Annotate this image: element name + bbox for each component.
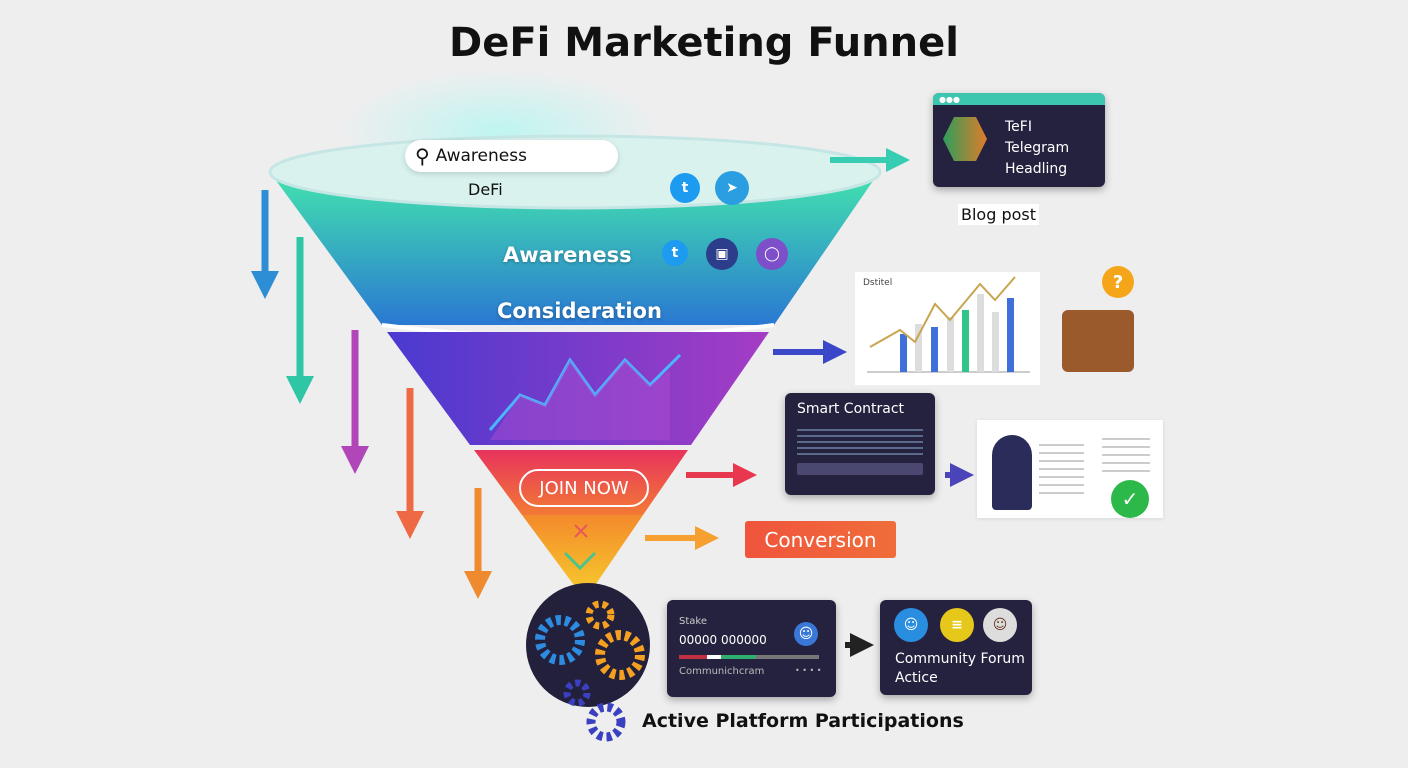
user-icon: ☺	[794, 622, 818, 646]
stake-label: Stake	[679, 616, 707, 627]
smart-contract-title: Smart Contract	[797, 401, 905, 417]
more-icon[interactable]: • • • •	[795, 666, 822, 675]
twitter-icon: t	[662, 240, 688, 266]
search-icon: ⚲	[415, 144, 430, 168]
user-avatar-icon	[992, 435, 1032, 510]
trend-area	[490, 360, 670, 440]
funnel-conversion-band	[522, 515, 643, 600]
coin-icon: ≡	[940, 608, 974, 642]
x-icon	[574, 524, 588, 538]
conversion-button[interactable]: Conversion	[745, 521, 896, 558]
code-input	[797, 463, 923, 475]
blog-line: Headling	[1005, 161, 1068, 177]
search-bar[interactable]: ⚲ Awareness	[405, 140, 618, 172]
code-lines	[797, 425, 923, 455]
gear-icon	[535, 600, 645, 742]
instagram-icon: ◯	[756, 238, 788, 270]
trend-line	[488, 353, 682, 431]
join-now-button[interactable]: JOIN NOW	[519, 469, 649, 507]
consideration-label: Consideration	[497, 299, 662, 323]
check-icon: ✓	[1111, 480, 1149, 518]
avatar: ☺	[983, 608, 1017, 642]
blog-card[interactable]: ●●● TeFI Telegram Headling	[933, 93, 1105, 187]
analytics-chart-card: Dstitel	[855, 272, 1040, 385]
community-line: Community Forum	[895, 651, 1025, 667]
community-line: Actice	[895, 670, 938, 686]
twitter-icon: t	[670, 173, 700, 203]
check-chevron-icon	[563, 551, 597, 571]
right-flow-arrows	[645, 148, 974, 657]
document-lines	[1102, 432, 1150, 472]
stake-card[interactable]: Stake 00000 000000 ☺ Communichcram • • •…	[667, 600, 836, 697]
blog-line: Telegram	[1005, 140, 1070, 156]
defi-text: DeFi	[468, 180, 503, 199]
mini-chart	[867, 276, 1030, 373]
avatar: ☺	[894, 608, 928, 642]
awareness-label: Awareness	[503, 243, 632, 267]
document-lines	[1039, 438, 1084, 498]
page-title: DeFi Marketing Funnel	[449, 20, 959, 66]
defi-logo-icon	[943, 117, 987, 161]
blog-post-caption: Blog post	[958, 204, 1040, 225]
window-dots-icon: ●●●	[933, 93, 1105, 105]
footer-label: Active Platform Participations	[642, 710, 964, 732]
stake-footer: Communichcram	[679, 666, 765, 677]
stake-progress-bar	[679, 655, 819, 659]
media-icon: ▣	[706, 238, 738, 270]
search-text: Awareness	[435, 146, 527, 166]
funnel-awareness-band	[272, 175, 877, 325]
blog-line: TeFI	[1005, 119, 1032, 135]
gears-circle	[526, 583, 650, 707]
left-flow-arrows	[251, 190, 492, 599]
stake-value: 00000 000000	[679, 633, 767, 647]
question-icon: ?	[1102, 266, 1134, 298]
smart-contract-card[interactable]: Smart Contract	[785, 393, 935, 495]
telegram-icon: ➤	[715, 171, 749, 205]
chart-label: Dstitel	[863, 278, 893, 288]
community-card[interactable]: ☺ ≡ ☺ Community Forum Actice	[880, 600, 1032, 695]
wallet-icon	[1062, 310, 1134, 372]
